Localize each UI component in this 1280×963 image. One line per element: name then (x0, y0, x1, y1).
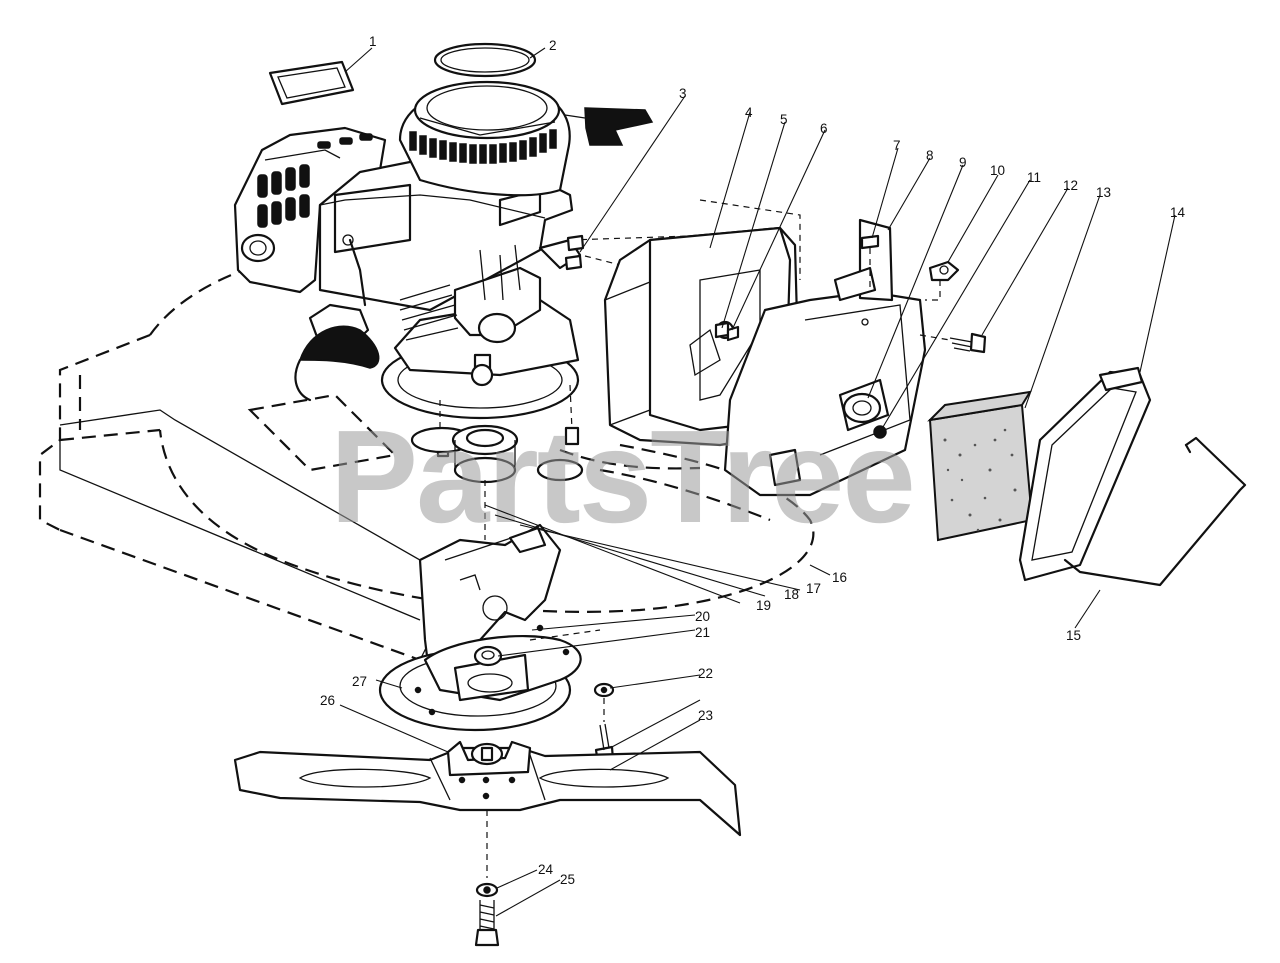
callout-13: 13 (1096, 185, 1111, 200)
callout-16: 16 (832, 570, 847, 585)
callout-12: 12 (1063, 178, 1078, 193)
foam-filter (927, 390, 1034, 542)
callout-25: 25 (560, 872, 575, 887)
callout-14: 14 (1170, 205, 1186, 220)
bearing-part-21 (473, 645, 503, 667)
callout-19: 19 (756, 598, 771, 613)
screw-part-12 (919, 332, 987, 354)
callout-3: 3 (679, 86, 687, 101)
lock-washer-part (593, 682, 615, 698)
callout-1: 1 (369, 34, 377, 49)
bail-wire-part-15 (1063, 436, 1247, 587)
callout-9: 9 (959, 155, 967, 170)
engine (233, 80, 654, 540)
callout-10: 10 (990, 163, 1005, 178)
callout-21: 21 (695, 625, 710, 640)
callout-22: 22 (698, 666, 713, 681)
callout-7: 7 (893, 138, 901, 153)
callout-17: 17 (806, 581, 821, 596)
callout-5: 5 (780, 112, 788, 127)
callout-6: 6 (820, 121, 828, 136)
blade-housing-plate (378, 624, 582, 732)
callout-2: 2 (549, 38, 557, 53)
seal-ring-part-2 (433, 42, 537, 78)
washer-part-20 (529, 629, 601, 641)
blade-bolt-assembly (474, 810, 500, 947)
blade-adapter-part-26 (446, 740, 532, 777)
gasket-part-1 (268, 60, 355, 106)
callout-labels: 1 2 3 4 5 6 7 8 9 10 11 12 13 14 15 16 1… (320, 34, 1186, 887)
callout-15: 15 (1066, 628, 1081, 643)
air-cleaner-housing (723, 218, 927, 497)
callout-27: 27 (352, 674, 367, 689)
callout-20: 20 (695, 609, 710, 624)
gasket-part-6 (726, 325, 740, 342)
nut-part-10 (925, 260, 960, 301)
callout-24: 24 (538, 862, 554, 877)
callout-11: 11 (1027, 170, 1041, 185)
callout-18: 18 (784, 587, 799, 602)
callout-23: 23 (698, 708, 713, 723)
callout-8: 8 (926, 148, 934, 163)
callout-4: 4 (745, 105, 753, 120)
screw-part-5 (714, 321, 730, 339)
air-cleaner-cover (1018, 366, 1152, 582)
leader-lines (339, 47, 1176, 917)
watermark: PartsTree (330, 403, 914, 550)
callout-26: 26 (320, 693, 335, 708)
